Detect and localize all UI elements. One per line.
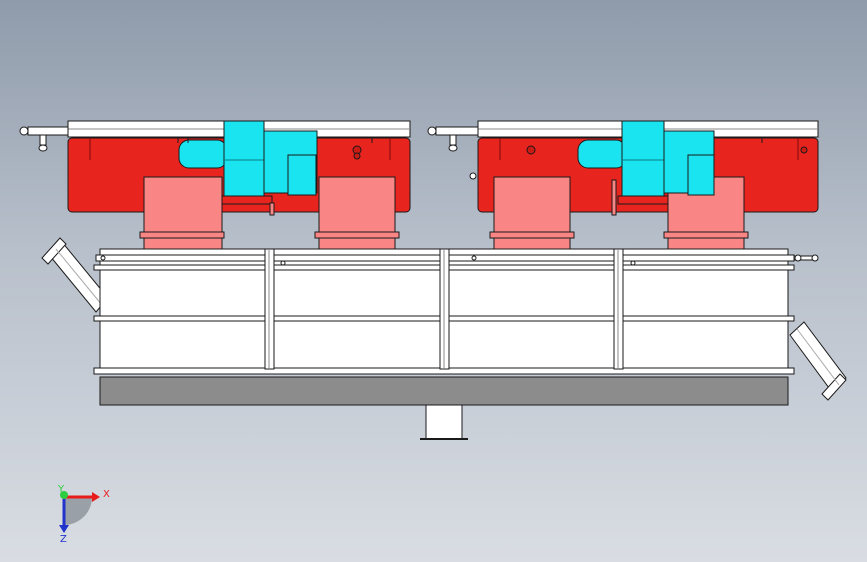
left-burner-unit xyxy=(19,120,411,251)
right-blower xyxy=(577,120,715,216)
z-axis-arrow-icon xyxy=(59,525,69,533)
left-inlet-pipe xyxy=(41,237,109,313)
x-axis-label: X xyxy=(103,489,110,500)
left-blower xyxy=(178,120,318,216)
x-axis-arrow-icon xyxy=(92,492,100,502)
right-nozzle-a xyxy=(493,176,571,234)
lower-frame xyxy=(93,248,819,375)
coordinate-triad[interactable]: X Y Z xyxy=(57,484,110,545)
assembly-model[interactable] xyxy=(19,120,847,440)
y-axis-dot-icon xyxy=(60,491,68,499)
right-burner-unit xyxy=(427,120,819,251)
left-nozzle-b xyxy=(318,176,396,234)
y-axis-label: Y xyxy=(57,484,65,495)
triad-shadow xyxy=(64,497,92,525)
right-outlet-pipe xyxy=(789,321,847,401)
support-leg xyxy=(425,404,463,440)
base-plate xyxy=(99,376,789,406)
left-nozzle-a xyxy=(143,176,223,234)
z-axis-label: Z xyxy=(60,534,67,545)
